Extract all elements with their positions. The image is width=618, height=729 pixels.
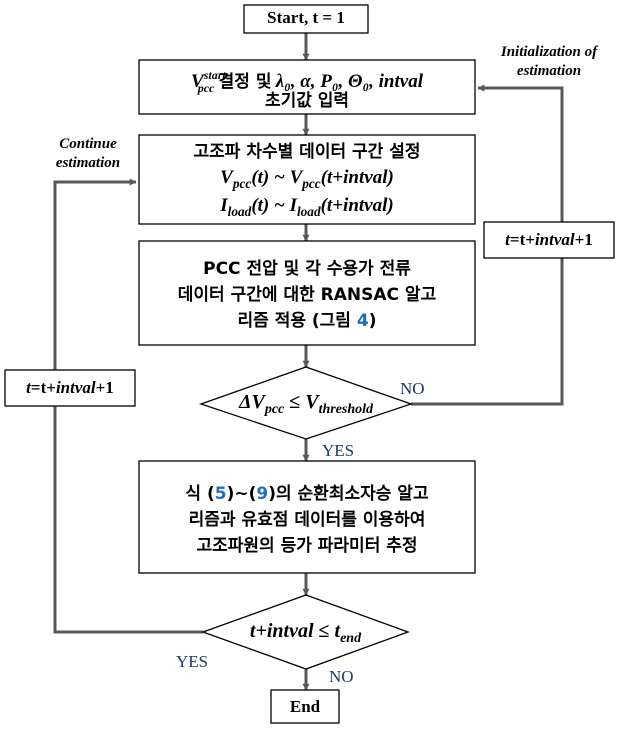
segment-iload-range: Iload(t) ~ Iload(t+intval) bbox=[220, 195, 394, 219]
init-box bbox=[138, 59, 476, 115]
ransac-line2: 데이터 구간에 대한 RANSAC 알고 bbox=[177, 285, 437, 305]
estimate-line1-suffix: )의 순환최소자승 알고 bbox=[268, 484, 429, 504]
segment-vpcc-range: Vpcc(t) ~ Vpcc(t+intval) bbox=[220, 167, 394, 191]
decision1-diamond bbox=[198, 366, 414, 440]
init-line2: 초기값 입력 bbox=[264, 91, 350, 111]
decision2-lhs: t+intval bbox=[249, 620, 314, 642]
start-box bbox=[243, 4, 369, 34]
ransac-line3: 리즘 적용 (그림 4) bbox=[139, 309, 475, 333]
decision2-yes-label: YES bbox=[176, 652, 209, 671]
ransac-line1: PCC 전압 및 각 수용가 전류 bbox=[203, 259, 411, 279]
figure-ref-4: 4 bbox=[356, 311, 369, 331]
end-label: End bbox=[289, 697, 321, 716]
decision1-rhs-sub: threshold bbox=[318, 402, 374, 417]
decision1-rhs: V bbox=[305, 391, 319, 413]
update-left-text: t=t+intval+1 bbox=[5, 378, 135, 398]
estimate-line1-mid: )~( bbox=[226, 484, 257, 504]
start-label: Start, t = 1 bbox=[267, 8, 345, 27]
decision2-no-label: NO bbox=[329, 667, 354, 686]
decision2-rhs: t bbox=[334, 620, 341, 642]
init-line1: Vstartpcc 결정 및 λ₀, α, P₀, Θ₀, intval bbox=[139, 63, 475, 100]
decision2-diamond bbox=[201, 594, 410, 670]
update-box-right bbox=[483, 221, 615, 259]
loop-yes-to-segment bbox=[53, 178, 203, 634]
update-left-eq: =t+ bbox=[30, 378, 56, 397]
ransac-line3-prefix: 리즘 적용 (그림 bbox=[237, 311, 357, 331]
init-estimation-label-1: Initialization of bbox=[500, 44, 598, 60]
ransac-box bbox=[138, 240, 476, 346]
decision2-condition: t+intval ≤ tend bbox=[203, 620, 408, 647]
init-line1-suffix: 결정 및 bbox=[218, 72, 272, 92]
estimate-line1: 식 (5)~(9)의 순환최소자승 알고 bbox=[139, 482, 475, 506]
update-box-left bbox=[4, 369, 136, 407]
continue-estimation-label-2: estimation bbox=[55, 155, 121, 171]
estimate-line2: 리즘과 유효점 데이터를 이용하여 bbox=[188, 510, 426, 530]
update-left-intval: intval bbox=[55, 378, 96, 397]
segment-box bbox=[138, 134, 476, 225]
estimate-line1-prefix: 식 ( bbox=[185, 484, 215, 504]
decision1-lhs: ΔV bbox=[238, 391, 265, 413]
decision1-condition: ΔVpcc ≤ Vthreshold bbox=[201, 391, 411, 418]
decision1-no-label: NO bbox=[400, 379, 425, 398]
equation-ref-5: 5 bbox=[214, 484, 227, 504]
update-right-plus: +1 bbox=[574, 230, 593, 249]
decision2-rhs-sub: end bbox=[340, 631, 362, 646]
estimate-box bbox=[138, 460, 476, 574]
decision1-op: ≤ bbox=[289, 391, 301, 413]
update-left-plus: +1 bbox=[95, 378, 114, 397]
segment-line1: 고조파 차수별 데이터 구간 설정 bbox=[193, 142, 421, 162]
update-right-t: t bbox=[505, 230, 510, 249]
update-right-eq: =t+ bbox=[509, 230, 535, 249]
ransac-line3-suffix: ) bbox=[368, 311, 377, 331]
update-right-intval: intval bbox=[534, 230, 575, 249]
init-params: λ₀, α, P₀, Θ₀, intval bbox=[275, 71, 423, 92]
equation-ref-9: 9 bbox=[256, 484, 269, 504]
decision1-lhs-sub: pcc bbox=[264, 402, 285, 417]
decision2-op: ≤ bbox=[318, 620, 330, 642]
update-left-t: t bbox=[26, 378, 31, 397]
update-right-text: t=t+intval+1 bbox=[484, 230, 614, 250]
end-box bbox=[270, 689, 340, 724]
decision1-yes-label: YES bbox=[322, 441, 355, 460]
estimate-line3: 고조파원의 등가 파라미터 추정 bbox=[196, 536, 418, 556]
init-estimation-label-2: estimation bbox=[516, 63, 582, 79]
continue-estimation-label-1: Continue bbox=[59, 136, 117, 152]
